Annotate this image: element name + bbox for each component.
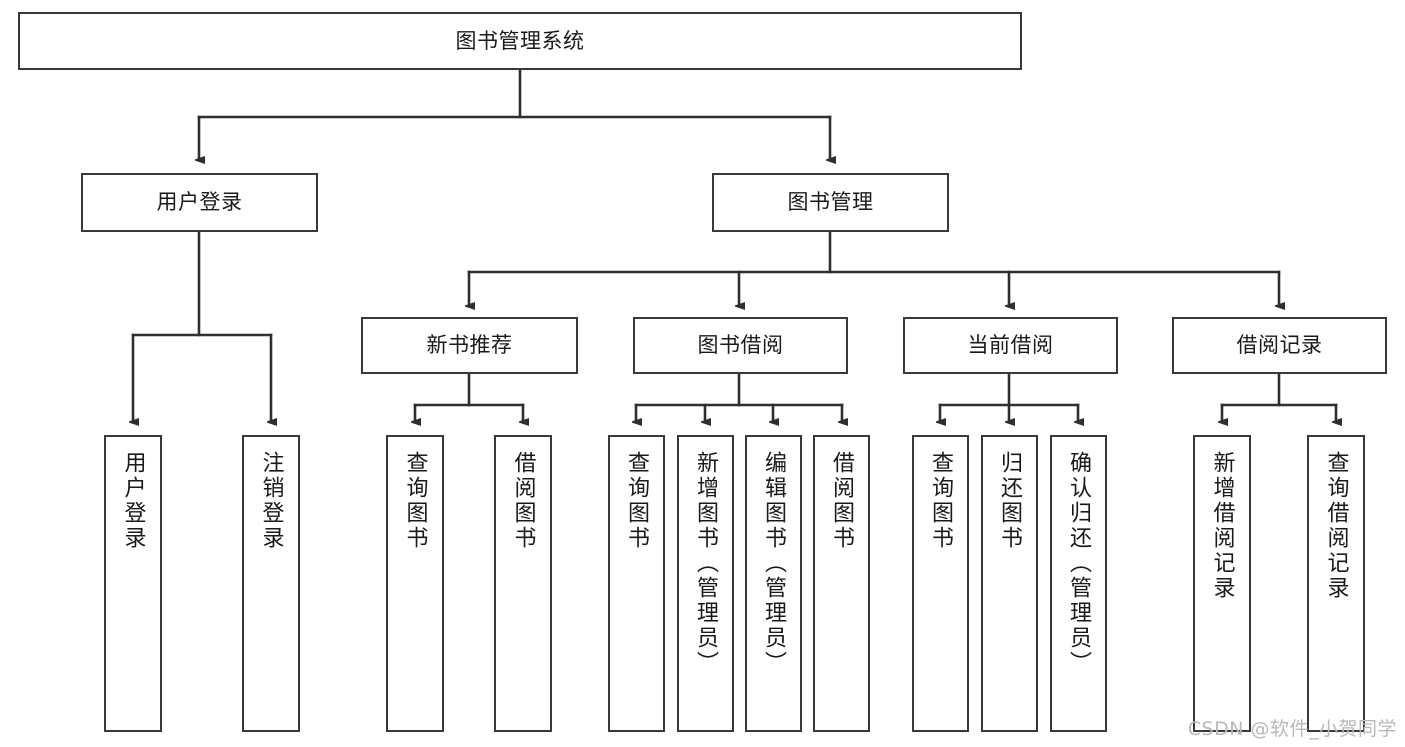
node-root-label: 图书管理系统 [455, 28, 585, 53]
node-leaf-add-record-label: 新增借阅记录 [1209, 451, 1235, 601]
node-new-book-recommend[interactable]: 新书推荐 [361, 317, 578, 374]
node-new-book-recommend-label: 新书推荐 [426, 333, 513, 358]
node-leaf-user-login-label: 用户登录 [120, 451, 146, 551]
node-leaf-user-logout[interactable]: 注销登录 [242, 435, 300, 732]
node-leaf-return-book[interactable]: 归还图书 [981, 435, 1038, 732]
node-leaf-query-book-3-label: 查询图书 [928, 451, 954, 551]
node-leaf-add-book[interactable]: 新增图书（管理员） [677, 435, 734, 732]
node-leaf-user-logout-label: 注销登录 [258, 451, 284, 551]
node-root[interactable]: 图书管理系统 [18, 12, 1022, 70]
node-leaf-query-book-1[interactable]: 查询图书 [386, 435, 444, 732]
node-leaf-query-book-2-label: 查询图书 [624, 451, 650, 551]
node-leaf-add-record[interactable]: 新增借阅记录 [1193, 435, 1251, 732]
node-book-borrow[interactable]: 图书借阅 [633, 317, 848, 374]
node-current-borrow-label: 当前借阅 [967, 333, 1054, 358]
node-leaf-edit-book[interactable]: 编辑图书（管理员） [745, 435, 802, 732]
node-book-manage[interactable]: 图书管理 [712, 173, 949, 232]
node-leaf-query-book-2[interactable]: 查询图书 [608, 435, 665, 732]
node-current-borrow[interactable]: 当前借阅 [903, 317, 1118, 374]
node-user-login[interactable]: 用户登录 [81, 173, 318, 232]
node-borrow-record[interactable]: 借阅记录 [1172, 317, 1387, 374]
node-leaf-confirm-return[interactable]: 确认归还（管理员） [1050, 435, 1107, 732]
node-leaf-query-record[interactable]: 查询借阅记录 [1307, 435, 1365, 732]
node-book-borrow-label: 图书借阅 [697, 333, 784, 358]
node-user-login-label: 用户登录 [156, 190, 243, 215]
node-leaf-confirm-return-label: 确认归还（管理员） [1066, 451, 1092, 676]
node-leaf-borrow-book-2[interactable]: 借阅图书 [813, 435, 870, 732]
node-leaf-user-login[interactable]: 用户登录 [104, 435, 162, 732]
node-leaf-borrow-book-2-label: 借阅图书 [829, 451, 855, 551]
node-leaf-query-book-3[interactable]: 查询图书 [912, 435, 969, 732]
node-leaf-add-book-label: 新增图书（管理员） [693, 451, 719, 676]
node-leaf-query-record-label: 查询借阅记录 [1323, 451, 1349, 601]
node-leaf-borrow-book-1[interactable]: 借阅图书 [494, 435, 552, 732]
node-leaf-edit-book-label: 编辑图书（管理员） [761, 451, 787, 676]
csdn-watermark: CSDN @软件_小贺同学 [1187, 718, 1397, 740]
node-book-manage-label: 图书管理 [787, 190, 874, 215]
node-borrow-record-label: 借阅记录 [1236, 333, 1323, 358]
node-leaf-return-book-label: 归还图书 [997, 451, 1023, 551]
node-leaf-borrow-book-1-label: 借阅图书 [510, 451, 536, 551]
node-leaf-query-book-1-label: 查询图书 [402, 451, 428, 551]
